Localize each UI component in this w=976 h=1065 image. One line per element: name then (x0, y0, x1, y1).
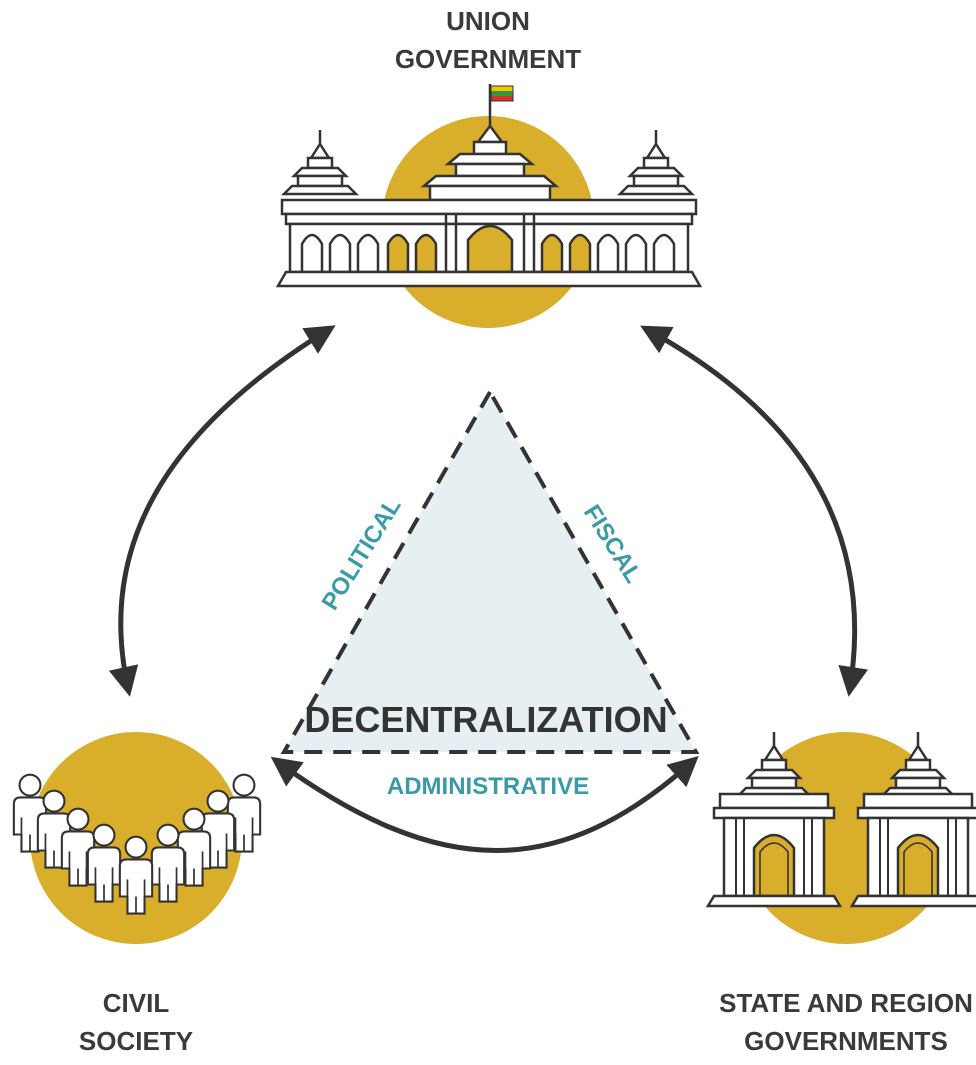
myanmar-flag-icon (488, 84, 514, 130)
arrow-civil-union (108, 325, 336, 697)
parliament-building-icon (275, 84, 703, 288)
civil-society-node: CIVIL SOCIETY (12, 732, 262, 1056)
civil-title-line2: SOCIETY (79, 1026, 193, 1056)
arrow-union-state (640, 325, 869, 697)
administrative-label: ADMINISTRATIVE (387, 773, 589, 800)
decentralization-triangle (280, 387, 700, 754)
state-region-node: STATE AND REGION GOVERNMENTS (708, 732, 976, 1056)
civil-title-line1: CIVIL (103, 988, 170, 1018)
state-title-line1: STATE AND REGION (719, 988, 973, 1018)
union-government-node: UNION GOVERNMENT (275, 6, 703, 328)
union-title-line2: GOVERNMENT (395, 44, 581, 74)
arrow-civil-state (270, 756, 699, 853)
union-title-line1: UNION (446, 6, 530, 36)
decentralization-label: DECENTRALIZATION (304, 699, 667, 740)
state-title-line2: GOVERNMENTS (744, 1026, 948, 1056)
